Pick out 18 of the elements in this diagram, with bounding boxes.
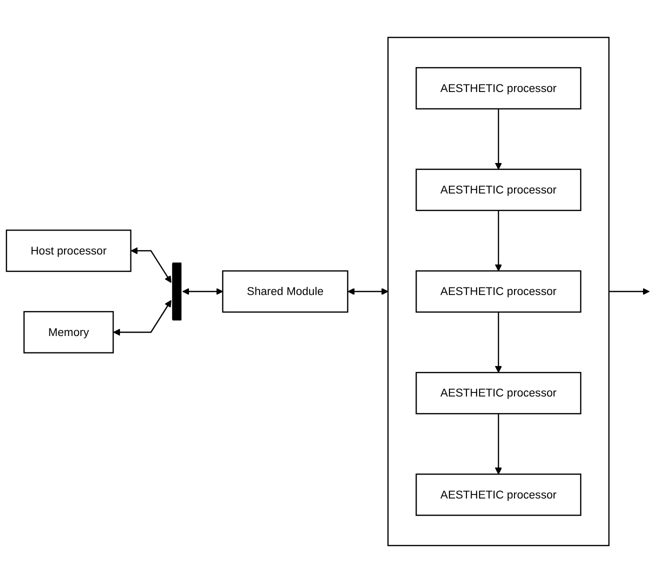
arrow	[130, 247, 172, 283]
node-box: Memory	[23, 311, 114, 354]
arrow	[113, 300, 172, 336]
arrow	[494, 414, 502, 474]
arrow	[494, 210, 502, 272]
node-box: AESTHETIC processor	[416, 474, 582, 516]
arrow	[348, 288, 388, 296]
arrow	[608, 288, 650, 296]
cluster	[387, 36, 610, 546]
node-box: AESTHETIC processor	[416, 372, 582, 414]
node-box: Shared Module	[222, 270, 348, 313]
node-box: Host processor	[6, 230, 132, 272]
arrow	[494, 108, 502, 170]
node-box: AESTHETIC processor	[416, 67, 582, 110]
node-box: AESTHETIC processor	[416, 270, 582, 313]
node-box: AESTHETIC processor	[416, 168, 582, 212]
arrow	[494, 312, 502, 373]
arrow	[182, 288, 224, 296]
